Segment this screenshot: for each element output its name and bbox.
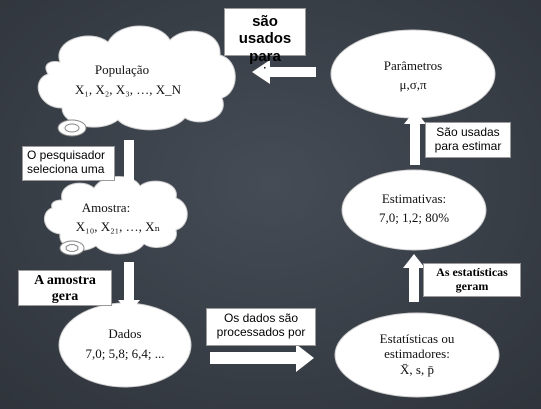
parametros-symbols: μ,σ,π [399, 77, 426, 92]
populacao-title: População [95, 62, 149, 77]
populacao-symbols: X₁, X₂, X₃, …, X_N [75, 82, 182, 97]
estatisticas-title-line2: estimadores: [384, 346, 450, 361]
amostra-symbols: X₁₀, X₂₁, …, Xₙ [76, 219, 160, 234]
arrow-populacao-to-amostra [118, 140, 140, 200]
label-pesquisador-line1: O pesquisador [27, 148, 106, 162]
label-pesquisador-line2: seleciona uma [27, 161, 105, 176]
populacao-cloud-bubble [57, 119, 87, 137]
amostra-cloud-bubble-inner [65, 244, 79, 252]
amostra-cloud-shape [44, 176, 188, 255]
parametros-title: Parâmetros [384, 58, 442, 73]
arrow-parametros-to-populacao [252, 60, 316, 84]
label-usadas-estimar-line1: São usadas [436, 125, 500, 139]
label-amostra-gera: A amostra gera [18, 270, 112, 306]
label-usadas-estimar: São usadas para estimar [425, 122, 511, 158]
estatisticas-symbols: X̄, s, p̄ [400, 362, 434, 377]
estatisticas-ellipse-shape [334, 312, 500, 398]
populacao-cloud-shape [37, 25, 236, 131]
estimativas-title: Estimativas: [382, 191, 446, 206]
label-amostra-gera-line2: gera [51, 289, 79, 305]
estimativas-values: 7,0; 1,2; 80% [379, 210, 449, 225]
label-sao-usados-para-line1: são usados [238, 13, 292, 48]
parametros-ellipse: Parâmetros μ,σ,π [330, 29, 496, 119]
estatisticas-title-line1: Estatísticas ou [380, 331, 455, 346]
dados-values: 7,0; 5,8; 6,4; ... [85, 346, 164, 361]
label-estatisticas-geram-line1: As estatísticas [436, 265, 508, 279]
label-usadas-estimar-line2: para estimar [434, 138, 502, 153]
label-processados-line1: Os dados são [223, 311, 299, 325]
populacao-cloud: População X₁, X₂, X₃, …, X_N [37, 25, 236, 137]
estimativas-ellipse: Estimativas: 7,0; 1,2; 80% [341, 169, 487, 251]
label-estatisticas-geram-line2: geram [455, 278, 489, 293]
dados-ellipse-shape [58, 302, 192, 388]
label-estatisticas-geram: As estatísticas geram [423, 263, 521, 297]
label-sao-usados-para-dot: · [263, 62, 267, 74]
label-processados-line2: processados por [216, 324, 306, 339]
label-sao-usados-para-line2: para [249, 47, 281, 65]
populacao-cloud-bubble-inner [64, 123, 80, 133]
arrow-estatisticas-to-estimativas [403, 254, 425, 302]
arrow-dados-to-estatisticas [210, 344, 314, 372]
label-pesquisador: O pesquisador seleciona uma [22, 146, 115, 181]
dados-title: Dados [108, 326, 141, 341]
label-sao-usados-para: são usados para · [224, 8, 306, 73]
label-amostra-gera-line1: A amostra [34, 273, 96, 288]
arrow-amostra-to-dados [118, 262, 140, 313]
arrow-estimativas-to-parametros [404, 110, 426, 165]
amostra-cloud-bubble [59, 240, 85, 256]
estatisticas-ellipse: Estatísticas ou estimadores: X̄, s, p̄ [334, 312, 500, 398]
amostra-cloud: Amostra: X₁₀, X₂₁, …, Xₙ [44, 176, 188, 256]
dados-ellipse: Dados 7,0; 5,8; 6,4; ... [58, 302, 192, 388]
label-processados: Os dados são processados por [206, 308, 316, 346]
amostra-title: Amostra: [82, 200, 130, 215]
estimativas-ellipse-shape [341, 169, 487, 251]
parametros-ellipse-shape [330, 29, 496, 119]
